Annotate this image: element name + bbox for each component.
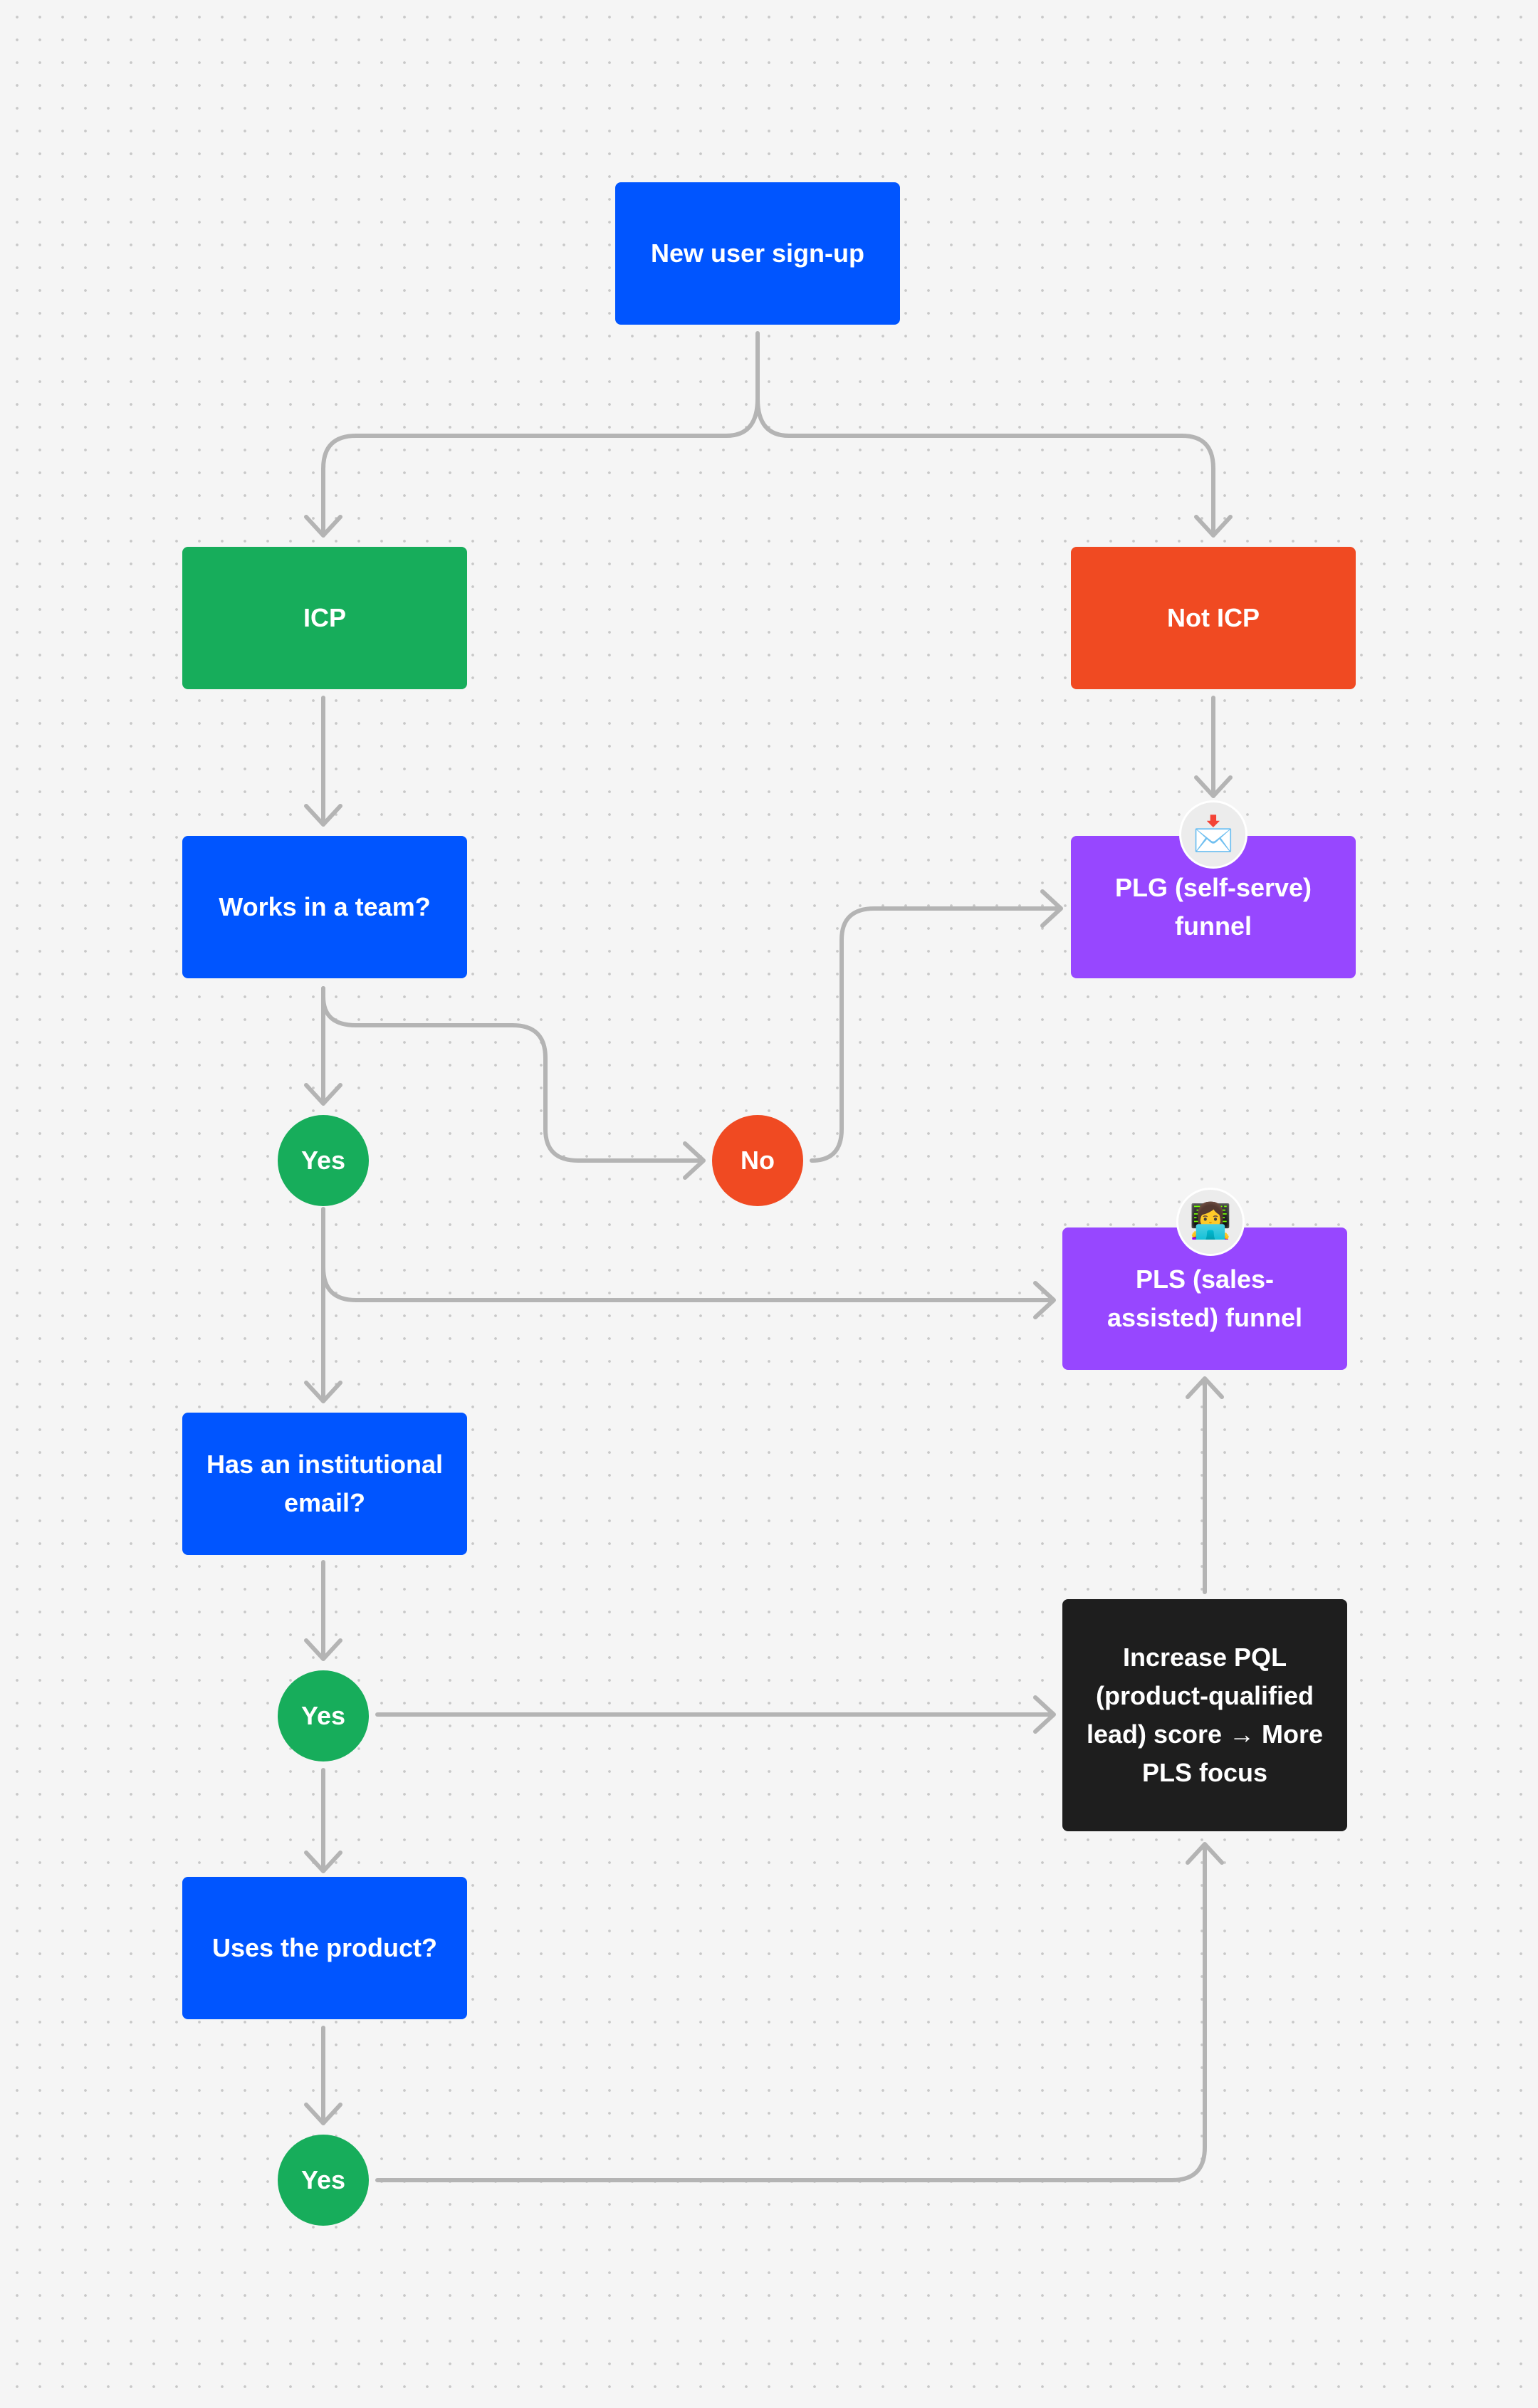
- arrowhead-pls-bottom: [1186, 1376, 1224, 1399]
- connector-no-plg: [810, 906, 1062, 1163]
- arrowhead-pls-left: [1033, 1281, 1056, 1319]
- node-label: New user sign-up: [650, 239, 865, 268]
- badge-emoji: 👩‍💻: [1189, 1203, 1232, 1240]
- node-works-in-team[interactable]: Works in a team?: [182, 836, 467, 978]
- node-institutional-email[interactable]: Has an institutional email?: [182, 1413, 467, 1555]
- arrowhead-plg-top: [1194, 775, 1233, 798]
- node-no-team[interactable]: No: [712, 1115, 803, 1206]
- node-label: Not ICP: [1167, 603, 1260, 632]
- node-new-user-signup[interactable]: New user sign-up: [615, 182, 900, 325]
- node-label: ICP: [303, 603, 346, 632]
- arrowhead-no: [683, 1141, 706, 1180]
- arrowhead-email: [304, 1381, 342, 1403]
- connector-team-no: [321, 986, 704, 1163]
- arrowhead-pql-left: [1033, 1695, 1056, 1734]
- node-uses-product[interactable]: Uses the product?: [182, 1877, 467, 2019]
- node-label: Yes: [300, 1701, 346, 1730]
- arrowhead-yes-uses: [304, 2103, 342, 2125]
- node-label: PLG (self-serve) funnel: [1114, 873, 1312, 941]
- node-yes-team[interactable]: Yes: [278, 1115, 369, 1206]
- node-label: Yes: [300, 1146, 346, 1175]
- node-label: No: [741, 1146, 775, 1175]
- arrowhead-uses: [304, 1851, 342, 1873]
- connector-yes-pls: [321, 1265, 1055, 1302]
- arrowhead-icp: [304, 515, 342, 538]
- arrowhead-yes-team: [304, 1083, 342, 1106]
- node-label: Has an institutional email?: [206, 1450, 444, 1517]
- arrowhead-team: [304, 804, 342, 827]
- node-increase-pql[interactable]: Increase PQL (product-qualified lead) sc…: [1062, 1599, 1347, 1831]
- node-not-icp[interactable]: Not ICP: [1071, 547, 1356, 689]
- node-label: Yes: [300, 2165, 346, 2194]
- node-label: Increase PQL (product-qualified lead) sc…: [1086, 1643, 1324, 1787]
- connector-signup-not-icp: [755, 397, 1215, 536]
- connector-signup-icp: [321, 331, 760, 536]
- node-yes-uses[interactable]: Yes: [278, 2135, 369, 2226]
- arrowhead-not-icp: [1194, 515, 1233, 538]
- badge-emoji: 📩: [1192, 815, 1235, 853]
- envelope-with-arrow-icon: 📩: [1179, 800, 1247, 869]
- node-label: PLS (sales-assisted) funnel: [1107, 1265, 1303, 1332]
- node-label: Works in a team?: [219, 892, 431, 921]
- arrowhead-yes-email: [304, 1638, 342, 1661]
- node-yes-email[interactable]: Yes: [278, 1670, 369, 1761]
- person-at-laptop-icon: 👩‍💻: [1176, 1188, 1245, 1256]
- arrowhead-plg-left: [1040, 889, 1063, 928]
- node-label: Uses the product?: [211, 1933, 438, 1962]
- node-icp[interactable]: ICP: [182, 547, 467, 689]
- arrowhead-pql-bottom: [1186, 1842, 1224, 1865]
- connector-yes-uses-pql: [375, 1843, 1207, 2182]
